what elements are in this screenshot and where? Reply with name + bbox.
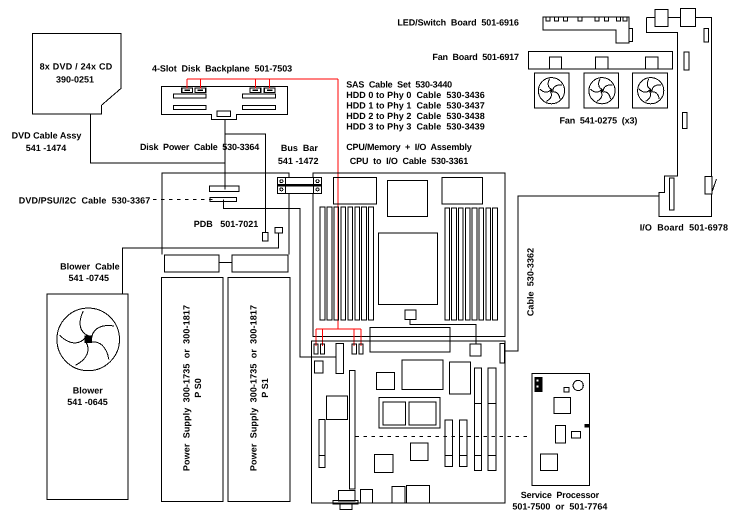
svg-text:DVD Cable Assy: DVD Cable Assy	[12, 131, 82, 141]
svg-text:LED/Switch Board 501-6916: LED/Switch Board 501-6916	[397, 17, 518, 27]
svg-text:P S1: P S1	[260, 378, 270, 398]
svg-text:Blower Cable: Blower Cable	[60, 261, 120, 271]
svg-text:HDD 3 to Phy 3 Cable 530-343: HDD 3 to Phy 3 Cable 530-3439	[346, 122, 485, 132]
svg-text:Fan 541-0275 (x3): Fan 541-0275 (x3)	[560, 116, 638, 126]
svg-text:541 -0645: 541 -0645	[67, 397, 108, 407]
svg-text:541 -1474: 541 -1474	[26, 143, 67, 153]
svg-text:Power Supply 300-1735 or 3: Power Supply 300-1735 or 300-1817	[182, 305, 192, 471]
svg-text:541 -1472: 541 -1472	[278, 156, 319, 166]
svg-text:HDD 2 to Phy 2 Cable 530-343: HDD 2 to Phy 2 Cable 530-3438	[346, 111, 485, 121]
svg-text:HDD 0 to Phy 0 Cable 530-343: HDD 0 to Phy 0 Cable 530-3436	[346, 90, 485, 100]
svg-text:CPU to I/O Cable 530-3361: CPU to I/O Cable 530-3361	[350, 156, 468, 166]
svg-text:390-0251: 390-0251	[56, 74, 94, 84]
svg-text:Cable 530-3362: Cable 530-3362	[526, 248, 536, 316]
svg-text:PDB 501-7021: PDB 501-7021	[194, 219, 259, 229]
svg-text:4-Slot Disk Backplane 501-7: 4-Slot Disk Backplane 501-7503	[152, 63, 292, 73]
svg-text:SAS Cable Set 530-3440: SAS Cable Set 530-3440	[346, 79, 452, 89]
svg-text:Disk Power Cable 530-3364: Disk Power Cable 530-3364	[140, 142, 259, 152]
svg-text:Blower: Blower	[73, 386, 104, 396]
svg-text:I/O Board 501-6978: I/O Board 501-6978	[640, 223, 728, 233]
svg-text:HDD 1 to Phy 1 Cable 530-343: HDD 1 to Phy 1 Cable 530-3437	[346, 101, 485, 111]
svg-text:Power Supply 300-1735 or 3: Power Supply 300-1735 or 300-1817	[248, 305, 258, 471]
svg-text:P S0: P S0	[193, 378, 203, 398]
svg-text:501-7500 or 501-7764: 501-7500 or 501-7764	[512, 501, 607, 511]
svg-text:DVD/PSU/I2C Cable 530-3367: DVD/PSU/I2C Cable 530-3367	[19, 196, 151, 206]
svg-text:541 -0745: 541 -0745	[69, 273, 110, 283]
svg-text:Bus Bar: Bus Bar	[281, 143, 319, 153]
svg-text:Fan Board 501-6917: Fan Board 501-6917	[432, 52, 519, 62]
svg-text:8x DVD / 24x CD: 8x DVD / 24x CD	[40, 62, 113, 72]
svg-text:CPU/Memory + I/O Assembly: CPU/Memory + I/O Assembly	[346, 142, 472, 152]
svg-text:Service Processor: Service Processor	[521, 490, 600, 500]
